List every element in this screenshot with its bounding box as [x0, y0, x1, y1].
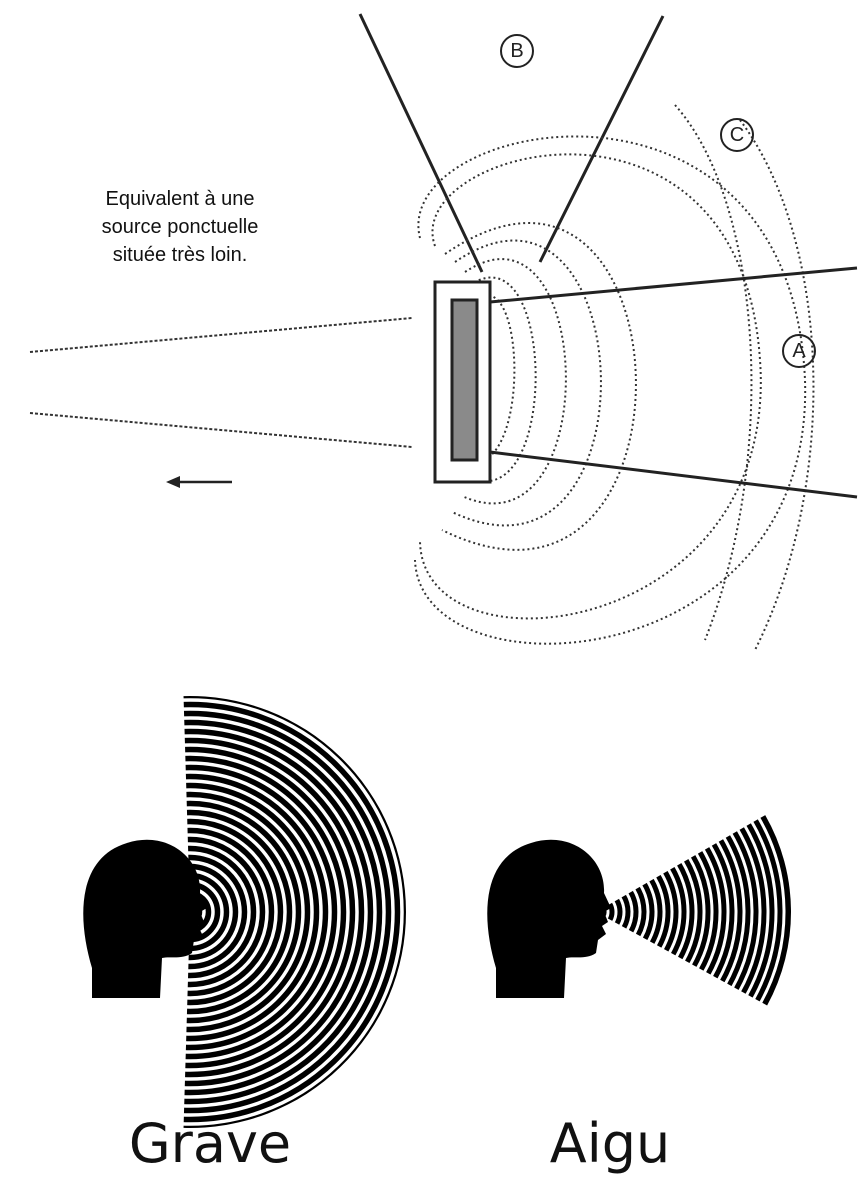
far-field-upper-line [30, 318, 412, 352]
caption-line-1: Equivalent à une [20, 185, 340, 213]
aigu-label: Aigu [510, 1112, 710, 1175]
zone-a-upper-line [490, 268, 857, 302]
zone-a-label: A [782, 334, 816, 368]
zone-b-left-line [360, 14, 482, 272]
left-arrow [166, 476, 232, 488]
far-field-lower-line [30, 413, 412, 447]
grave-wave-pattern [182, 696, 406, 1128]
caption-line-3: située très loin. [20, 241, 340, 269]
far-source-caption: Equivalent à une source ponctuelle situé… [20, 185, 340, 269]
top-diagram [30, 14, 857, 650]
zone-b-label: B [500, 34, 534, 68]
transducer-element [452, 300, 477, 460]
zone-c-label: C [720, 118, 754, 152]
zone-a-lower-line [490, 452, 857, 497]
zone-b-right-line [540, 16, 663, 262]
caption-line-2: source ponctuelle [20, 213, 340, 241]
grave-label: Grave [100, 1112, 320, 1175]
head-silhouette-aigu [487, 840, 611, 998]
zone-c-arc-1 [675, 105, 751, 640]
aigu-wave-pattern [596, 815, 791, 1005]
bottom-diagram [83, 696, 791, 1128]
